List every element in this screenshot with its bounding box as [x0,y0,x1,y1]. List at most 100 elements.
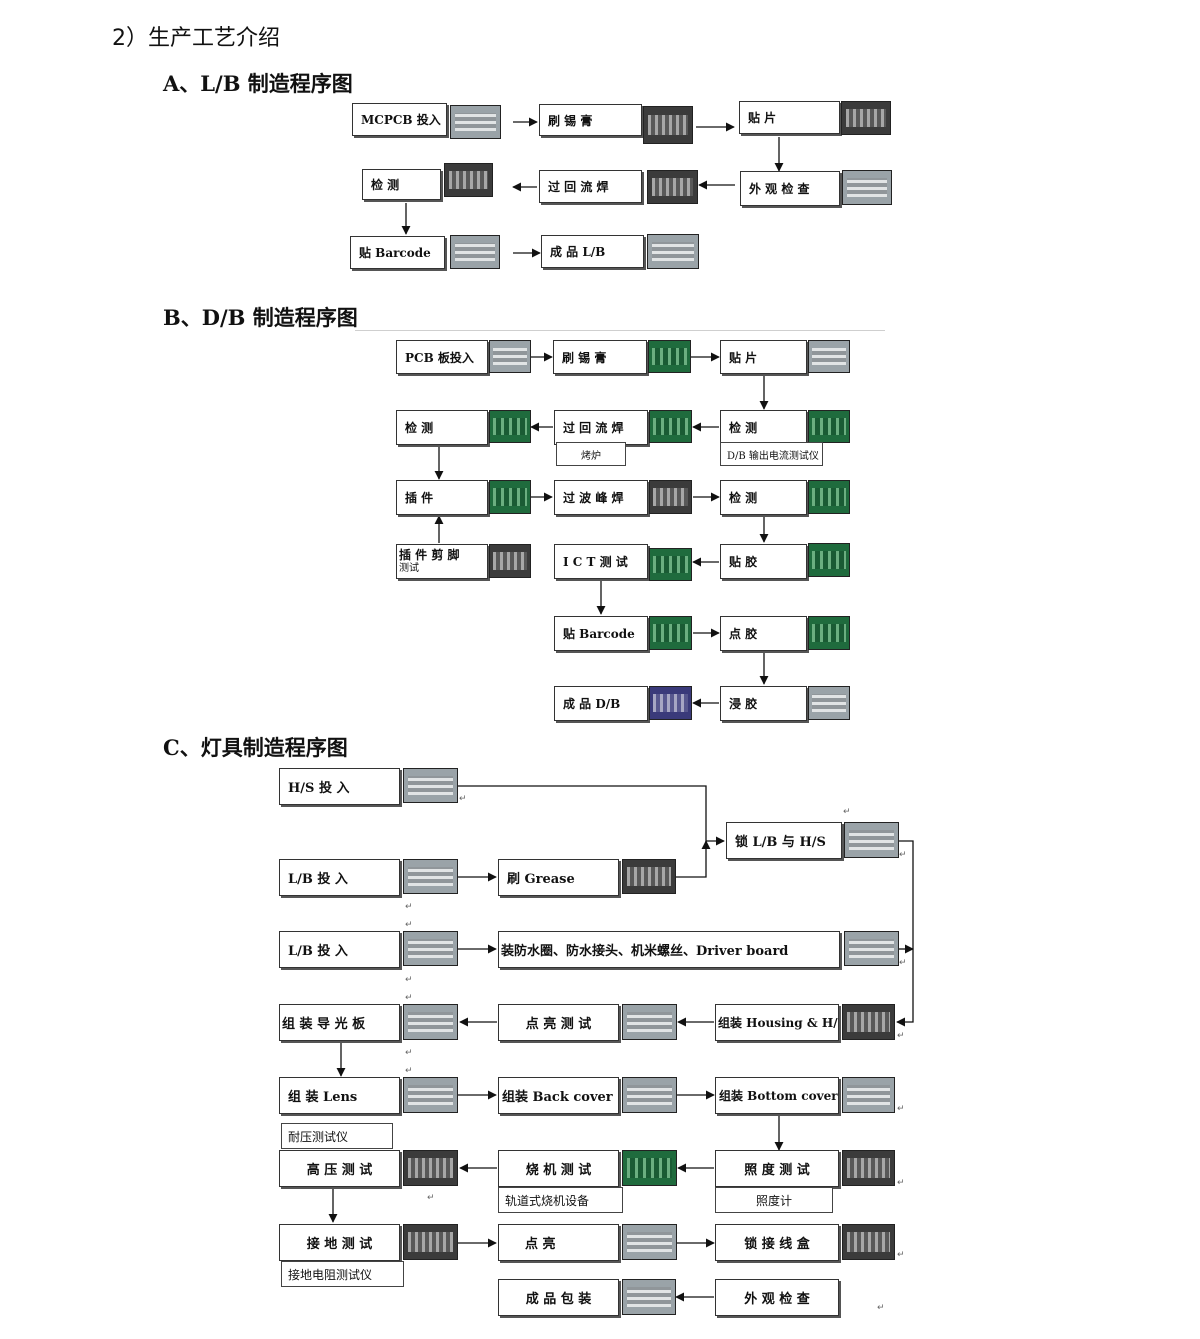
step-smt-placement: 贴 片 [739,101,840,134]
step-burn-in-test: 烧 机 测 试 [498,1150,619,1187]
return-mark: ↵ [405,902,413,912]
step-lead-cut: 插 件 剪 脚 测试 [396,544,488,579]
step-grease: 刷 Grease [498,859,619,896]
photo-lens [403,1077,458,1113]
photo-solder-paste-b [648,340,691,373]
step-glue-apply: 贴 胶 [720,544,807,579]
return-mark: ↵ [427,1193,435,1203]
photo-lb-input-1 [403,859,458,894]
photo-inspection-a [444,163,493,197]
step-reflow-b: 过 回 流 焊 [554,410,648,445]
photo-insert [489,480,531,514]
photo-inspection-b3 [808,480,850,514]
step-housing-hs: 组装 Housing & H/S [715,1004,839,1041]
note-lux-meter: 照度计 [715,1187,833,1213]
return-mark: ↵ [405,920,413,930]
photo-waterproof-assembly [844,931,899,966]
photo-light-on-test [622,1004,677,1040]
step-hs-input: H/S 投 入 [279,768,400,805]
photo-glue-apply [808,543,850,577]
photo-wave-solder [649,480,692,514]
photo-ground-test [403,1224,458,1260]
photo-housing-hs [842,1004,895,1040]
photo-ict-test [649,548,692,581]
photo-burn-in-test [622,1150,677,1186]
step-dispense: 点 胶 [720,616,807,651]
return-mark: ↵ [405,1066,413,1076]
photo-inspection-b1 [489,410,531,443]
photo-solder-paste [643,106,693,144]
step-packaging: 成 品 包 装 [498,1279,619,1316]
photo-reflow-a [647,170,698,204]
photo-back-cover [622,1077,677,1113]
return-mark: ↵ [899,850,907,860]
photo-barcode-a [450,235,500,269]
step-reflow-a: 过 回 流 焊 [539,170,642,203]
photo-grease [622,859,676,894]
step-barcode-b: 贴 Barcode [554,616,648,651]
step-lens: 组 装 Lens [279,1077,400,1114]
photo-hipot-test [403,1150,458,1186]
photo-packaging [622,1279,676,1315]
step-visual-check-a: 外 观 检 查 [740,171,840,206]
step-ict-test: I C T 测 试 [554,544,648,579]
step-lead-cut-note: 测试 [399,562,419,574]
step-solder-paste-b: 刷 锡 膏 [553,340,647,374]
step-inspection-b2: 检 测 [720,410,807,445]
heading-lamp: C、灯具制造程序图 [163,735,348,760]
photo-light-guide [403,1004,458,1040]
step-mcpcb-input: MCPCB 投入 [352,103,447,136]
photo-smt-placement [841,101,891,135]
step-lock-lb-hs: 锁 L/B 与 H/S [726,822,842,859]
step-light-on-test: 点 亮 测 试 [498,1004,619,1041]
step-waterproof-assembly: 装防水圈、防水接头、机米螺丝、Driver board [498,931,840,968]
step-visual-check-c: 外 观 检 查 [715,1279,839,1316]
return-mark: ↵ [405,1048,413,1058]
step-finished-db: 成 品 D/B [554,686,648,721]
return-mark: ↵ [405,993,413,1003]
step-ground-test: 接 地 测 试 [279,1224,400,1261]
step-inspection-a: 检 测 [362,169,441,200]
step-insert: 插 件 [396,480,488,515]
photo-barcode-b [649,616,692,650]
step-hipot-test: 高 压 测 试 [279,1150,400,1187]
photo-bottom-cover [842,1077,895,1113]
photo-reflow-b [649,410,692,443]
step-inspection-b3: 检 测 [720,480,807,515]
heading-db: B、D/B 制造程序图 [163,305,358,330]
return-mark: ↵ [897,1178,905,1188]
step-barcode-a: 贴 Barcode [350,236,445,269]
photo-hs-input [403,768,458,803]
return-mark: ↵ [843,807,851,817]
photo-lead-cut [489,544,531,578]
step-wave-solder: 过 波 峰 焊 [554,480,648,515]
step-light-on: 点 亮 [498,1224,619,1261]
return-mark: ↵ [405,975,413,985]
photo-light-on [622,1224,677,1260]
return-mark: ↵ [897,1031,905,1041]
note-oven: 烤炉 [556,442,626,466]
step-finished-lb: 成 品 L/B [541,235,644,268]
arrow [896,840,914,1027]
step-junction-box: 锁 接 线 盒 [715,1224,839,1261]
arrow [676,840,711,878]
step-inspection-b1: 检 测 [396,410,488,445]
step-lux-test: 照 度 测 试 [715,1150,839,1187]
photo-inspection-b2 [808,410,850,443]
separator-line [355,330,885,331]
return-mark: ↵ [459,794,467,804]
photo-finished-db [649,686,692,720]
photo-dispense [808,616,850,650]
photo-junction-box [842,1224,895,1260]
note-hipot-tester: 耐压测试仪 [281,1123,393,1149]
photo-visual-check-a [842,170,892,205]
step-lb-input-2: L/B 投 入 [279,931,400,968]
return-mark: ↵ [899,958,907,968]
step-lead-cut-label: 插 件 剪 脚 [399,547,460,562]
step-dip-glue: 浸 胶 [720,686,807,721]
photo-lb-input-2 [403,931,458,966]
step-light-guide: 组 装 导 光 板 [279,1004,400,1041]
return-mark: ↵ [897,1250,905,1260]
